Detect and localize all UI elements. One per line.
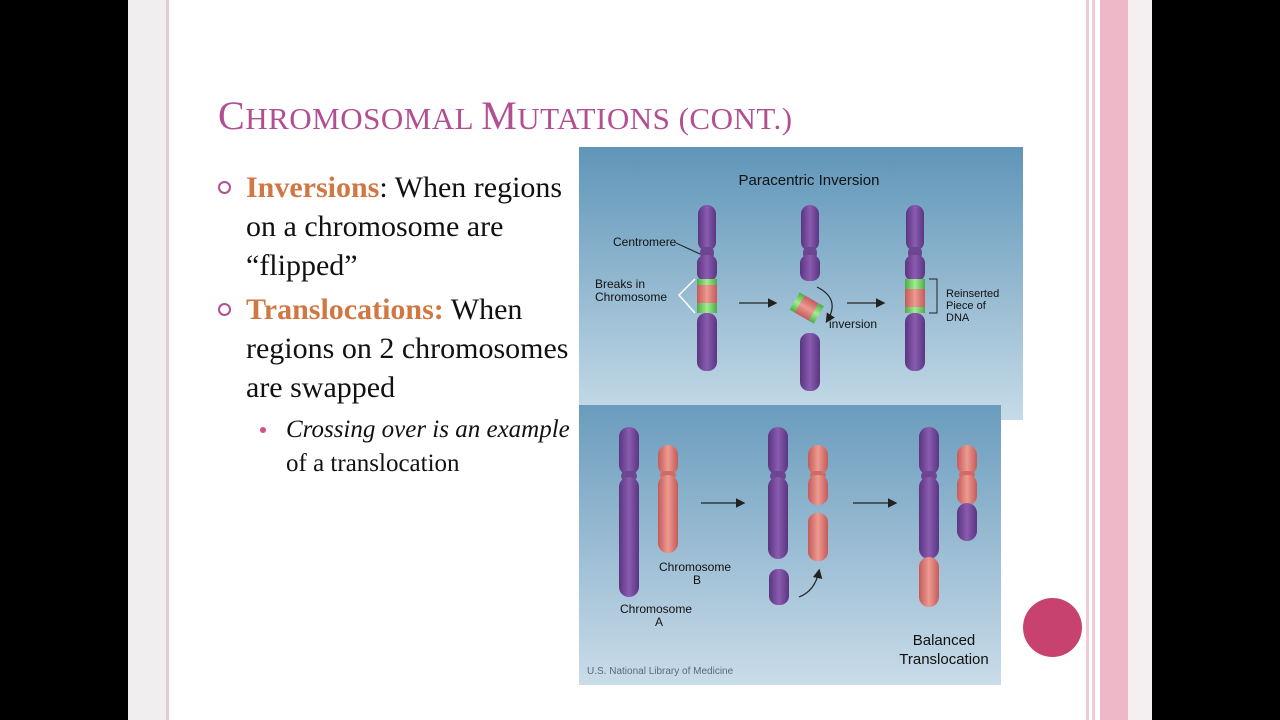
chromosome-b-original — [658, 445, 678, 553]
right-stripe-2 — [1092, 0, 1095, 720]
chromosome-inverted — [905, 205, 925, 371]
breaks-label-line2: Chromosome — [595, 290, 667, 304]
bullet-list: Inversions: When regions on a chromosome… — [218, 168, 578, 481]
decorative-circle — [1023, 598, 1082, 657]
left-border-line — [166, 0, 169, 720]
subbullet-marker — [260, 427, 266, 433]
chromosome-a-label-line2: A — [655, 615, 663, 629]
breaks-label-line1: Breaks in — [595, 277, 645, 291]
inversion-label: inversion — [829, 317, 877, 331]
bullet-translocations: Translocations: When regions on 2 chromo… — [218, 290, 578, 407]
chromosome-a-label-line1: Chromosome — [620, 602, 692, 616]
chromosome-b-label-line2: B — [693, 573, 701, 587]
subbullet-italic: Crossing over is an example — [286, 416, 570, 443]
bullet-term: Translocations: — [246, 293, 444, 326]
subbullet-crossing-over: Crossing over is an example of a translo… — [218, 413, 578, 481]
figure-title: Paracentric Inversion — [739, 172, 880, 189]
right-stripe-1 — [1086, 0, 1089, 720]
right-stripe-3 — [1100, 0, 1128, 720]
image-credit: U.S. National Library of Medicine — [587, 666, 734, 677]
subbullet-text: of a translocation — [286, 450, 460, 477]
bullet-inversions: Inversions: When regions on a chromosome… — [218, 168, 578, 285]
bullet-term: Inversions — [246, 171, 379, 204]
bullet-marker — [218, 181, 231, 194]
chromosome-figure: Paracentric Inversion Centromere Breaks … — [579, 147, 1023, 685]
centromere-label: Centromere — [613, 235, 677, 249]
right-stripe-4 — [1128, 0, 1152, 720]
balanced-label-line2: Translocation — [899, 651, 989, 668]
slide-title: CHROMOSOMAL MUTATIONS (CONT.) — [218, 92, 793, 139]
reinserted-label-line2: Piece of — [946, 300, 987, 312]
bullet-marker — [218, 303, 231, 316]
reinserted-label-line3: DNA — [946, 312, 970, 324]
left-border — [128, 0, 166, 720]
balanced-label-line1: Balanced — [913, 632, 976, 649]
chromosome-b-label-line1: Chromosome — [659, 560, 731, 574]
chromosome-original — [697, 205, 717, 371]
slide: CHROMOSOMAL MUTATIONS (CONT.) Inversions… — [128, 0, 1152, 720]
reinserted-label-line1: Reinserted — [946, 288, 999, 300]
chromosome-a-original — [619, 427, 639, 597]
